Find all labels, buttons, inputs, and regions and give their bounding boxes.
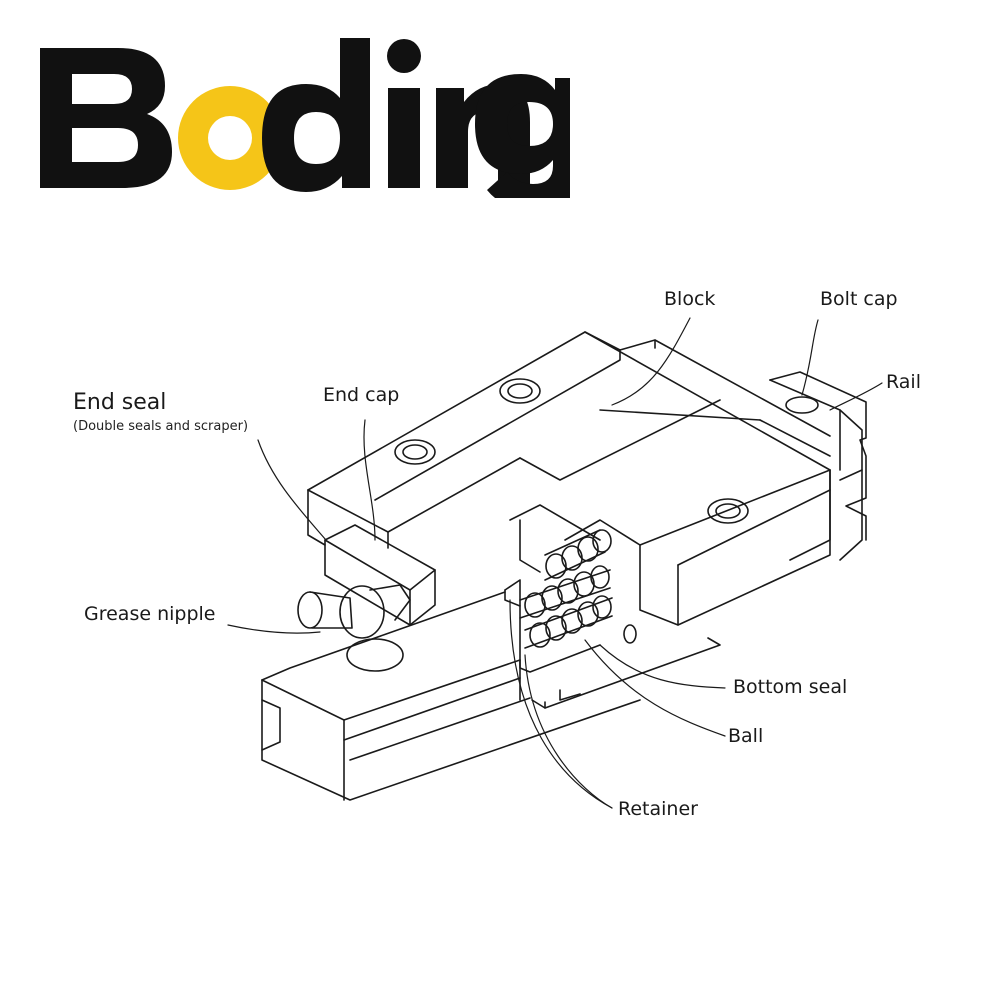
bolt-holes [394, 378, 749, 524]
block [307, 331, 831, 626]
end-cap-and-seal [324, 504, 601, 626]
label-bolt-cap: Bolt cap [820, 288, 898, 310]
ball-rows [504, 529, 637, 673]
logo-letter-i [388, 88, 420, 188]
label-grease-nipple: Grease nipple [84, 603, 216, 625]
logo-letter-d [262, 38, 370, 192]
bottom-seal [531, 637, 721, 709]
label-rail: Rail [886, 371, 921, 393]
leader-lines [227, 317, 883, 809]
logo-letter-g [475, 74, 570, 198]
label-block: Block [664, 288, 716, 310]
bolt-cap [785, 396, 819, 414]
grease-nipple [297, 584, 411, 672]
label-ball: Ball [728, 725, 764, 747]
label-retainer: Retainer [618, 798, 698, 820]
logo-letters [40, 38, 570, 198]
rail [261, 371, 867, 801]
label-end-seal: End seal [73, 390, 167, 415]
boding-logo [40, 38, 570, 198]
logo-letter-b [40, 48, 172, 188]
label-bottom-seal: Bottom seal [733, 676, 848, 698]
label-end-cap: End cap [323, 384, 400, 406]
label-end-seal-note: (Double seals and scraper) [73, 419, 249, 434]
